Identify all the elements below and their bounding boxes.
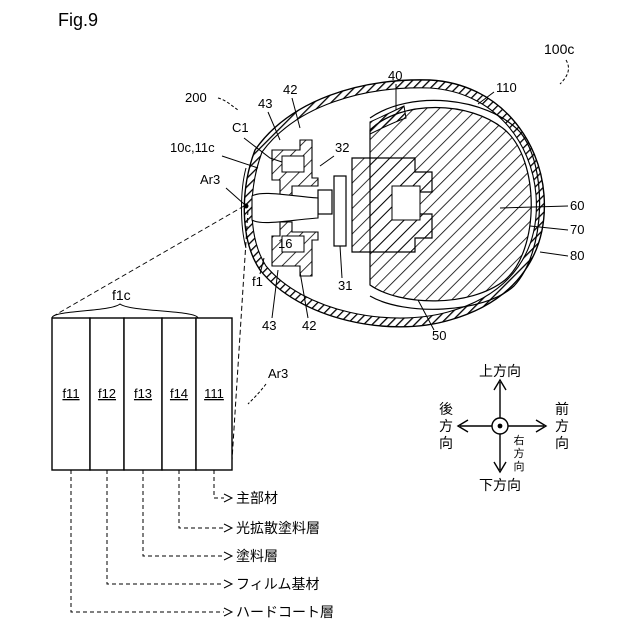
- layer-label-f11: f11: [62, 386, 79, 401]
- label-top-b: 43: [258, 96, 272, 111]
- label-cover: 110: [496, 80, 517, 95]
- label-bot-b: 42: [302, 318, 316, 333]
- dir-label-right-2: 方: [514, 446, 525, 460]
- legend-leader-f14: [179, 470, 224, 528]
- leader-p80: [540, 252, 568, 256]
- legend-leader-f12: [107, 470, 224, 584]
- legend-text-main-member: 主部材: [236, 491, 278, 507]
- zoom-line-left: [50, 206, 244, 318]
- layer-region-arrow: [248, 384, 266, 404]
- dir-label-down: 下方向: [479, 478, 521, 494]
- dir-label-back-2: 方: [439, 419, 453, 435]
- block-50-notch: [392, 186, 420, 220]
- lens-window: [252, 193, 318, 222]
- device-ref-label: 100c: [544, 41, 574, 57]
- label-unit: 200: [185, 90, 207, 105]
- legend-leader-f11: [71, 470, 224, 612]
- label-p60: 60: [570, 198, 584, 213]
- legend-text-light-diffusion: 光拡散塗料層: [236, 520, 320, 537]
- legend-leader-111: [214, 470, 224, 498]
- legend-arrow-5: [224, 608, 232, 616]
- dir-label-right-1: 右: [514, 433, 525, 447]
- legend-text-paint-layer: 塗料層: [236, 548, 278, 565]
- direction-indicator: 上方向 下方向 後 方 向 前 方 向 右 方 向: [439, 364, 569, 494]
- layer-group-brace: [52, 304, 198, 318]
- dir-label-front-2: 方: [555, 419, 569, 435]
- device-ref-arrow: [560, 60, 568, 84]
- layer-label-111: 111: [204, 386, 224, 401]
- dir-label-back-1: 後: [439, 402, 453, 418]
- leader-ar3-top: [226, 188, 244, 204]
- layer-label-f14: f14: [170, 386, 188, 401]
- layer-stack: f1c Ar3 f11 f12 f13 f14 111 主部材 光拡散塗料層 塗…: [52, 287, 334, 621]
- label-f1: f1: [252, 274, 263, 289]
- dir-label-front-1: 前: [555, 401, 569, 418]
- label-lens: 10c,11c: [170, 140, 215, 155]
- plate-31: [334, 176, 346, 246]
- legend-arrow-4: [224, 580, 232, 588]
- layer-label-f12: f12: [98, 386, 116, 401]
- dir-label-front-3: 向: [555, 436, 569, 452]
- label-ar3-top: Ar3: [200, 172, 220, 187]
- legend-arrow-2: [224, 524, 232, 532]
- legend-arrow-3: [224, 552, 232, 560]
- legend-leader-f13: [143, 470, 224, 556]
- label-p50: 50: [432, 328, 446, 343]
- label-p80: 80: [570, 248, 584, 263]
- layer-region-label: Ar3: [268, 366, 288, 381]
- label-p70: 70: [570, 222, 584, 237]
- dir-label-up: 上方向: [479, 364, 521, 380]
- figure-title: Fig.9: [58, 10, 98, 30]
- layer-group-label: f1c: [112, 287, 131, 303]
- cell-c1: [282, 156, 304, 172]
- label-p31: 31: [338, 278, 352, 293]
- leader-unit: [218, 98, 238, 110]
- label-bot-a: 43: [262, 318, 276, 333]
- legend-text-hard-coat: ハードコート層: [236, 605, 334, 621]
- label-p32: 32: [335, 140, 349, 155]
- label-top-c: 40: [388, 68, 402, 83]
- chip-32: [318, 190, 332, 214]
- ar3-point: [244, 204, 249, 209]
- legend-arrow-1: [224, 494, 232, 502]
- label-top-a: 42: [283, 82, 297, 97]
- label-c1: C1: [232, 120, 249, 135]
- legend-text-film-base: フィルム基材: [236, 576, 319, 593]
- dir-label-back-3: 向: [439, 436, 453, 452]
- dir-label-right-3: 向: [514, 459, 525, 473]
- layer-label-f13: f13: [134, 386, 152, 401]
- dir-center-dot: [498, 424, 503, 429]
- label-p16: 16: [278, 236, 292, 251]
- cross-section: [242, 80, 545, 327]
